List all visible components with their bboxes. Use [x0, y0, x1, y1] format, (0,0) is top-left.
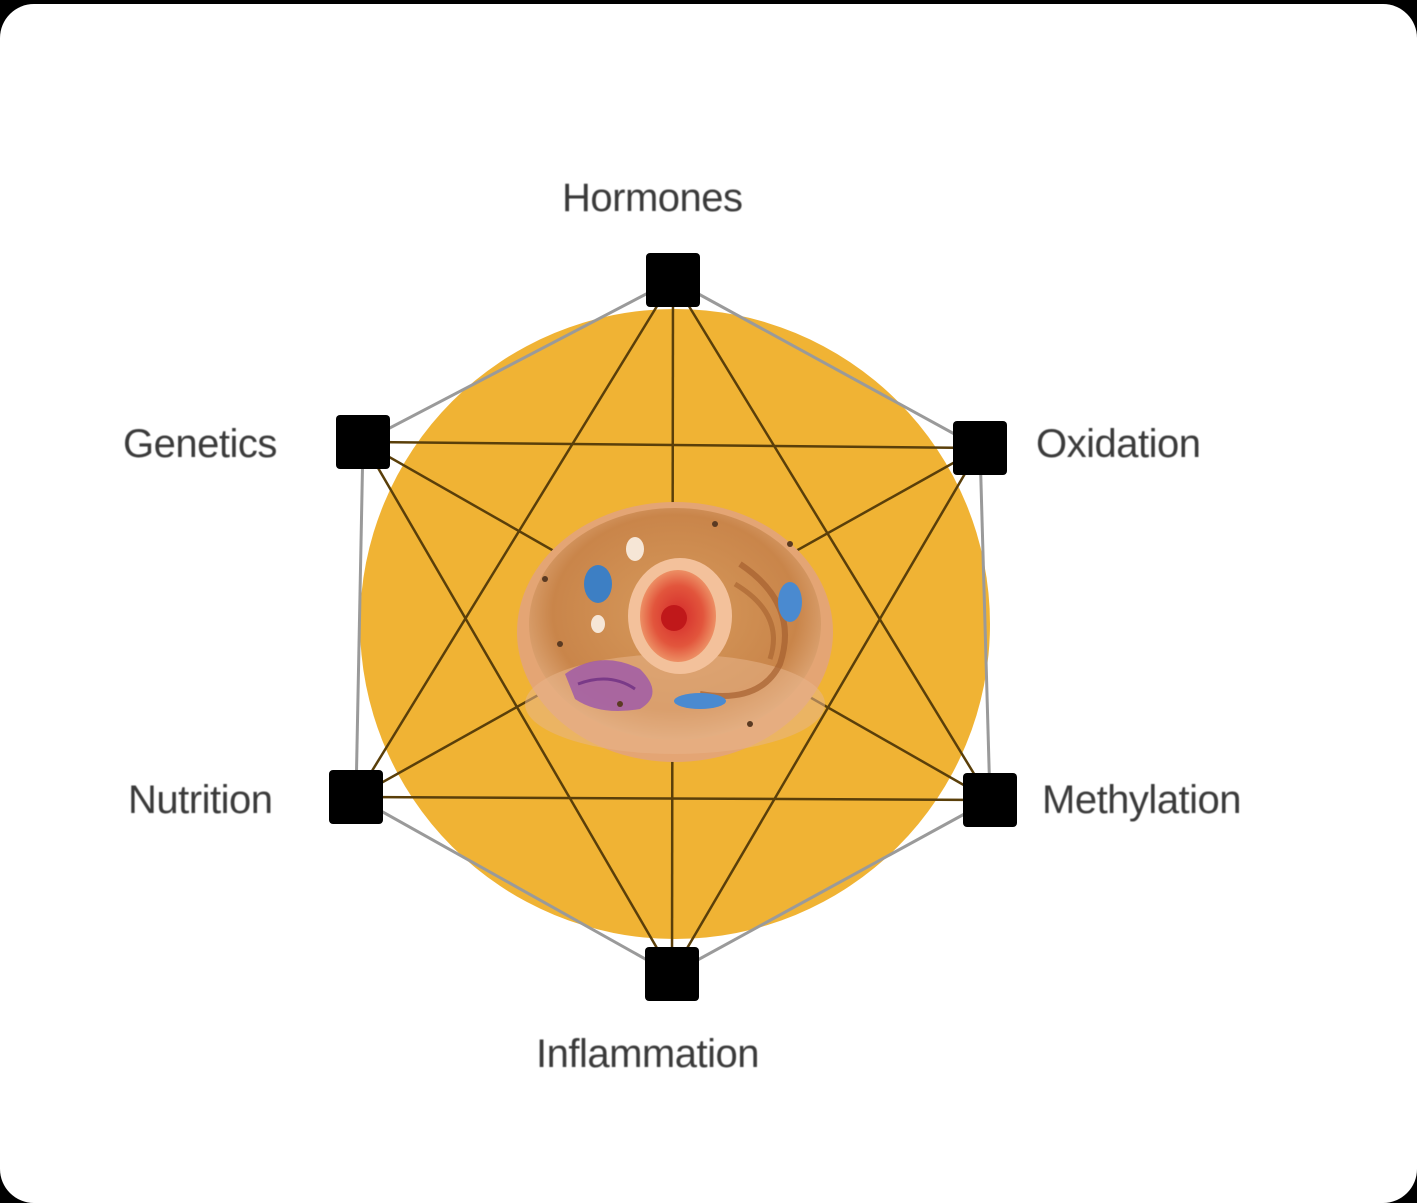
label-genetics: Genetics	[123, 422, 277, 466]
label-nutrition: Nutrition	[128, 778, 273, 822]
node-oxidation	[953, 421, 1007, 475]
connection-hormones-nutrition	[354, 279, 675, 798]
connection-oxidation-genetics	[362, 440, 981, 450]
outer-edge-oxidation-methylation	[978, 447, 992, 801]
connection-methylation-nutrition	[355, 795, 991, 802]
node-inflammation	[645, 947, 699, 1001]
label-hormones: Hormones	[562, 176, 743, 220]
label-inflammation: Inflammation	[536, 1032, 759, 1076]
label-oxidation: Oxidation	[1036, 422, 1201, 466]
diagram-frame: Hormones Oxidation Methylation Inflammat…	[0, 4, 1417, 1203]
node-squares	[329, 253, 1017, 1001]
outer-edge-methylation-inflammation	[671, 798, 991, 976]
animal-cell-icon	[517, 502, 833, 762]
outer-edge-genetics-hormones	[362, 278, 674, 444]
connection-hormones-methylation	[671, 279, 992, 801]
connection-lines	[354, 279, 992, 975]
outer-edge-hormones-oxidation	[672, 278, 981, 450]
node-hormones	[646, 253, 700, 307]
connection-inflammation-genetics	[361, 441, 674, 975]
outer-hexagon	[354, 278, 992, 976]
node-genetics	[336, 415, 390, 469]
network-diagram	[329, 253, 1017, 1001]
node-methylation	[963, 773, 1017, 827]
label-methylation: Methylation	[1042, 778, 1242, 822]
connection-oxidation-inflammation	[670, 447, 982, 975]
outer-edge-inflammation-nutrition	[355, 795, 673, 976]
node-nutrition	[329, 770, 383, 824]
outer-edge-nutrition-genetics	[354, 441, 365, 798]
